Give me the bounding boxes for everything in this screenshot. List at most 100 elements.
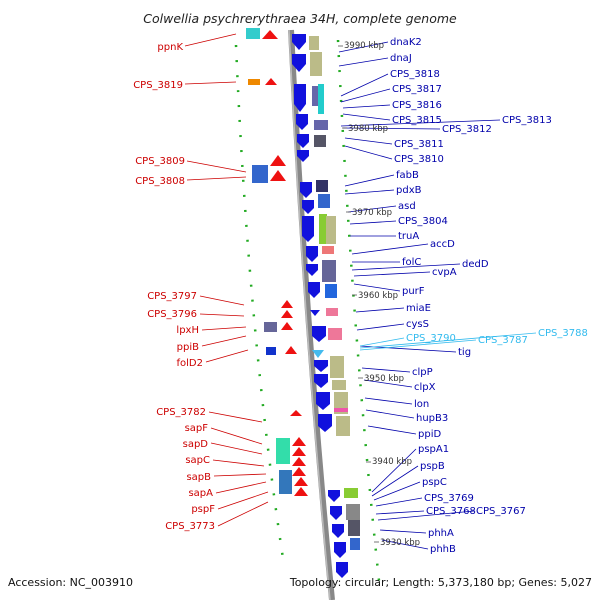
arrow-phhB[interactable]: [334, 542, 346, 558]
rna-label-cps3790[interactable]: CPS_3790: [406, 333, 456, 344]
gene-label-pspB[interactable]: pspB: [420, 461, 445, 472]
feature-cps3812[interactable]: [314, 120, 328, 130]
feature-dnaK2-cog[interactable]: [309, 36, 319, 50]
gene-label-cps3817[interactable]: CPS_3817: [392, 84, 442, 95]
arrow-cps3819[interactable]: [265, 78, 277, 85]
feature-folD2[interactable]: [266, 347, 276, 355]
arrow-tail[interactable]: [336, 562, 348, 578]
gene-label-cps3769[interactable]: CPS_3769: [424, 493, 474, 504]
arrow-sapB[interactable]: [292, 467, 306, 476]
arrow-sapA[interactable]: [294, 477, 308, 486]
gene-label-ppiD[interactable]: ppiD: [418, 429, 441, 440]
gene-label-cps3809[interactable]: CPS_3809: [135, 156, 185, 167]
arrow-cps3808[interactable]: [270, 170, 286, 181]
gene-label-cps3796[interactable]: CPS_3796: [147, 309, 197, 320]
arrow-cps3811[interactable]: [297, 134, 309, 148]
arrow-lpxH[interactable]: [281, 322, 293, 330]
feature-tig[interactable]: [330, 356, 344, 378]
feature-clpX[interactable]: [332, 380, 346, 390]
gene-label-pspA1[interactable]: pspA1: [418, 444, 449, 455]
feature-cps3767[interactable]: [348, 520, 360, 536]
feature-cps3804-cog[interactable]: [319, 214, 327, 244]
gene-label-cps3812[interactable]: CPS_3812: [442, 124, 492, 135]
gene-label-folD2[interactable]: folD2: [177, 358, 203, 369]
gene-label-pspF[interactable]: pspF: [191, 504, 215, 515]
arrow-cps3768[interactable]: [330, 506, 342, 520]
arrow-pdxB[interactable]: [300, 182, 312, 198]
gene-label-cysS[interactable]: cysS: [406, 319, 429, 330]
arrow-dnaJ[interactable]: [292, 54, 306, 72]
gene-label-lon[interactable]: lon: [414, 399, 429, 410]
feature-cps3808[interactable]: [252, 165, 268, 183]
gene-label-sapA[interactable]: sapA: [188, 488, 213, 499]
arrow-cps3769[interactable]: [328, 490, 340, 502]
rna-cps3790[interactable]: [312, 350, 324, 358]
arrow-ppnK[interactable]: [262, 30, 278, 39]
gene-label-cps3768[interactable]: CPS_3768: [426, 506, 476, 517]
gene-label-cps3782[interactable]: CPS_3782: [156, 407, 206, 418]
gene-label-cps3818[interactable]: CPS_3818: [390, 69, 440, 80]
feature-purF-cog[interactable]: [325, 284, 337, 298]
rna-label-cps3788[interactable]: CPS_3788: [538, 328, 588, 339]
gene-label-dnaK2[interactable]: dnaK2: [390, 37, 422, 48]
gene-label-dedD[interactable]: dedD: [462, 259, 489, 270]
feature-sap[interactable]: [276, 438, 290, 464]
feature-lpxH[interactable]: [264, 322, 277, 332]
feature-accD[interactable]: [322, 246, 334, 254]
gene-label-sapC[interactable]: sapC: [185, 455, 210, 466]
arrow-cps3809[interactable]: [270, 155, 286, 166]
gene-label-cps3816[interactable]: CPS_3816: [392, 100, 442, 111]
feature-hupB3[interactable]: [334, 408, 348, 412]
feature-cps3819[interactable]: [248, 79, 260, 85]
arrow-cps3810[interactable]: [297, 150, 309, 162]
arrow-sapC[interactable]: [292, 457, 306, 466]
arrow-cps3818[interactable]: [294, 84, 306, 112]
arrow-folC[interactable]: [306, 246, 318, 262]
arrow-dnaK2[interactable]: [292, 34, 306, 50]
gene-label-lpxH[interactable]: lpxH: [176, 325, 199, 336]
gene-label-pspC[interactable]: pspC: [422, 477, 447, 488]
feature-cps3769[interactable]: [344, 488, 358, 498]
gene-label-cps3808[interactable]: CPS_3808: [135, 176, 185, 187]
feature-cps3768[interactable]: [346, 504, 360, 520]
arrow-clpP[interactable]: [314, 374, 328, 388]
gene-label-clpX[interactable]: clpX: [414, 382, 436, 393]
gene-label-sapB[interactable]: sapB: [186, 472, 211, 483]
gene-label-dnaJ[interactable]: dnaJ: [390, 53, 412, 64]
feature-cvpA[interactable]: [322, 260, 336, 282]
gene-label-truA[interactable]: truA: [398, 231, 419, 242]
gene-label-asd[interactable]: asd: [398, 201, 416, 212]
arrow-pspF[interactable]: [294, 487, 308, 496]
feature-phhA-cog[interactable]: [350, 538, 360, 550]
arrow-tig[interactable]: [314, 360, 328, 372]
feature-cps3816[interactable]: [318, 84, 324, 114]
arrow-cysS[interactable]: [312, 326, 326, 342]
arrow-lon[interactable]: [316, 392, 330, 410]
feature-cps3811-cog[interactable]: [314, 135, 326, 147]
gene-label-cps3773[interactable]: CPS_3773: [165, 521, 215, 532]
feature-miaE[interactable]: [326, 308, 338, 316]
gene-label-cps3811[interactable]: CPS_3811: [394, 139, 444, 150]
gene-label-cps3819[interactable]: CPS_3819: [133, 80, 183, 91]
gene-label-hupB3[interactable]: hupB3: [416, 413, 448, 424]
gene-label-cps3815[interactable]: CPS_3815: [392, 115, 442, 126]
gene-label-ppnK[interactable]: ppnK: [157, 42, 183, 53]
gene-label-miaE[interactable]: miaE: [406, 303, 431, 314]
gene-label-sapF[interactable]: sapF: [185, 423, 209, 434]
gene-label-tig[interactable]: tig: [458, 347, 471, 358]
arrow-ppiD[interactable]: [318, 414, 332, 432]
gene-label-cps3797[interactable]: CPS_3797: [147, 291, 197, 302]
arrow-cps3782[interactable]: [290, 410, 302, 416]
gene-label-folC[interactable]: folC: [402, 257, 421, 268]
arrow-sapD[interactable]: [292, 447, 306, 456]
gene-label-cps3804[interactable]: CPS_3804: [398, 216, 448, 227]
feature-asd[interactable]: [318, 194, 330, 208]
gene-label-phhA[interactable]: phhA: [428, 528, 454, 539]
gene-label-cps3813[interactable]: CPS_3813: [502, 115, 552, 126]
gene-label-clpP[interactable]: clpP: [412, 367, 433, 378]
arrow-sapF[interactable]: [292, 437, 306, 446]
arrow-cps3804[interactable]: [302, 216, 314, 242]
arrow-purF[interactable]: [308, 282, 320, 298]
arrow-folD2[interactable]: [285, 346, 297, 354]
arrow-cps3797[interactable]: [281, 300, 293, 308]
